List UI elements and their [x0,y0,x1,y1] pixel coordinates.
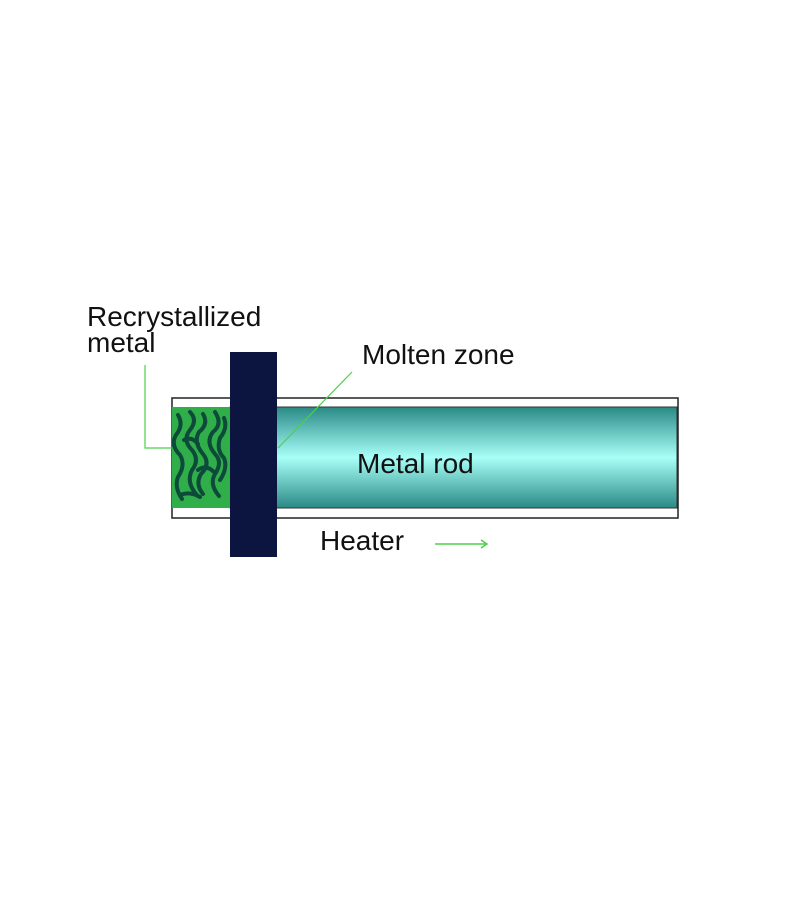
molten-zone-leader-line [277,371,353,449]
metal-rod [229,406,678,509]
grain-pattern [171,410,228,501]
label-recrystallized-line2: metal [87,327,155,358]
direction-arrow-icon [435,539,489,549]
label-metal-rod: Metal rod [357,448,474,479]
label-heater: Heater [320,525,404,556]
heater [230,352,277,557]
label-molten-zone: Molten zone [362,339,515,370]
recrystallized-leader-line [144,365,172,449]
label-recrystallized-line1: Recrystallized [87,301,261,332]
